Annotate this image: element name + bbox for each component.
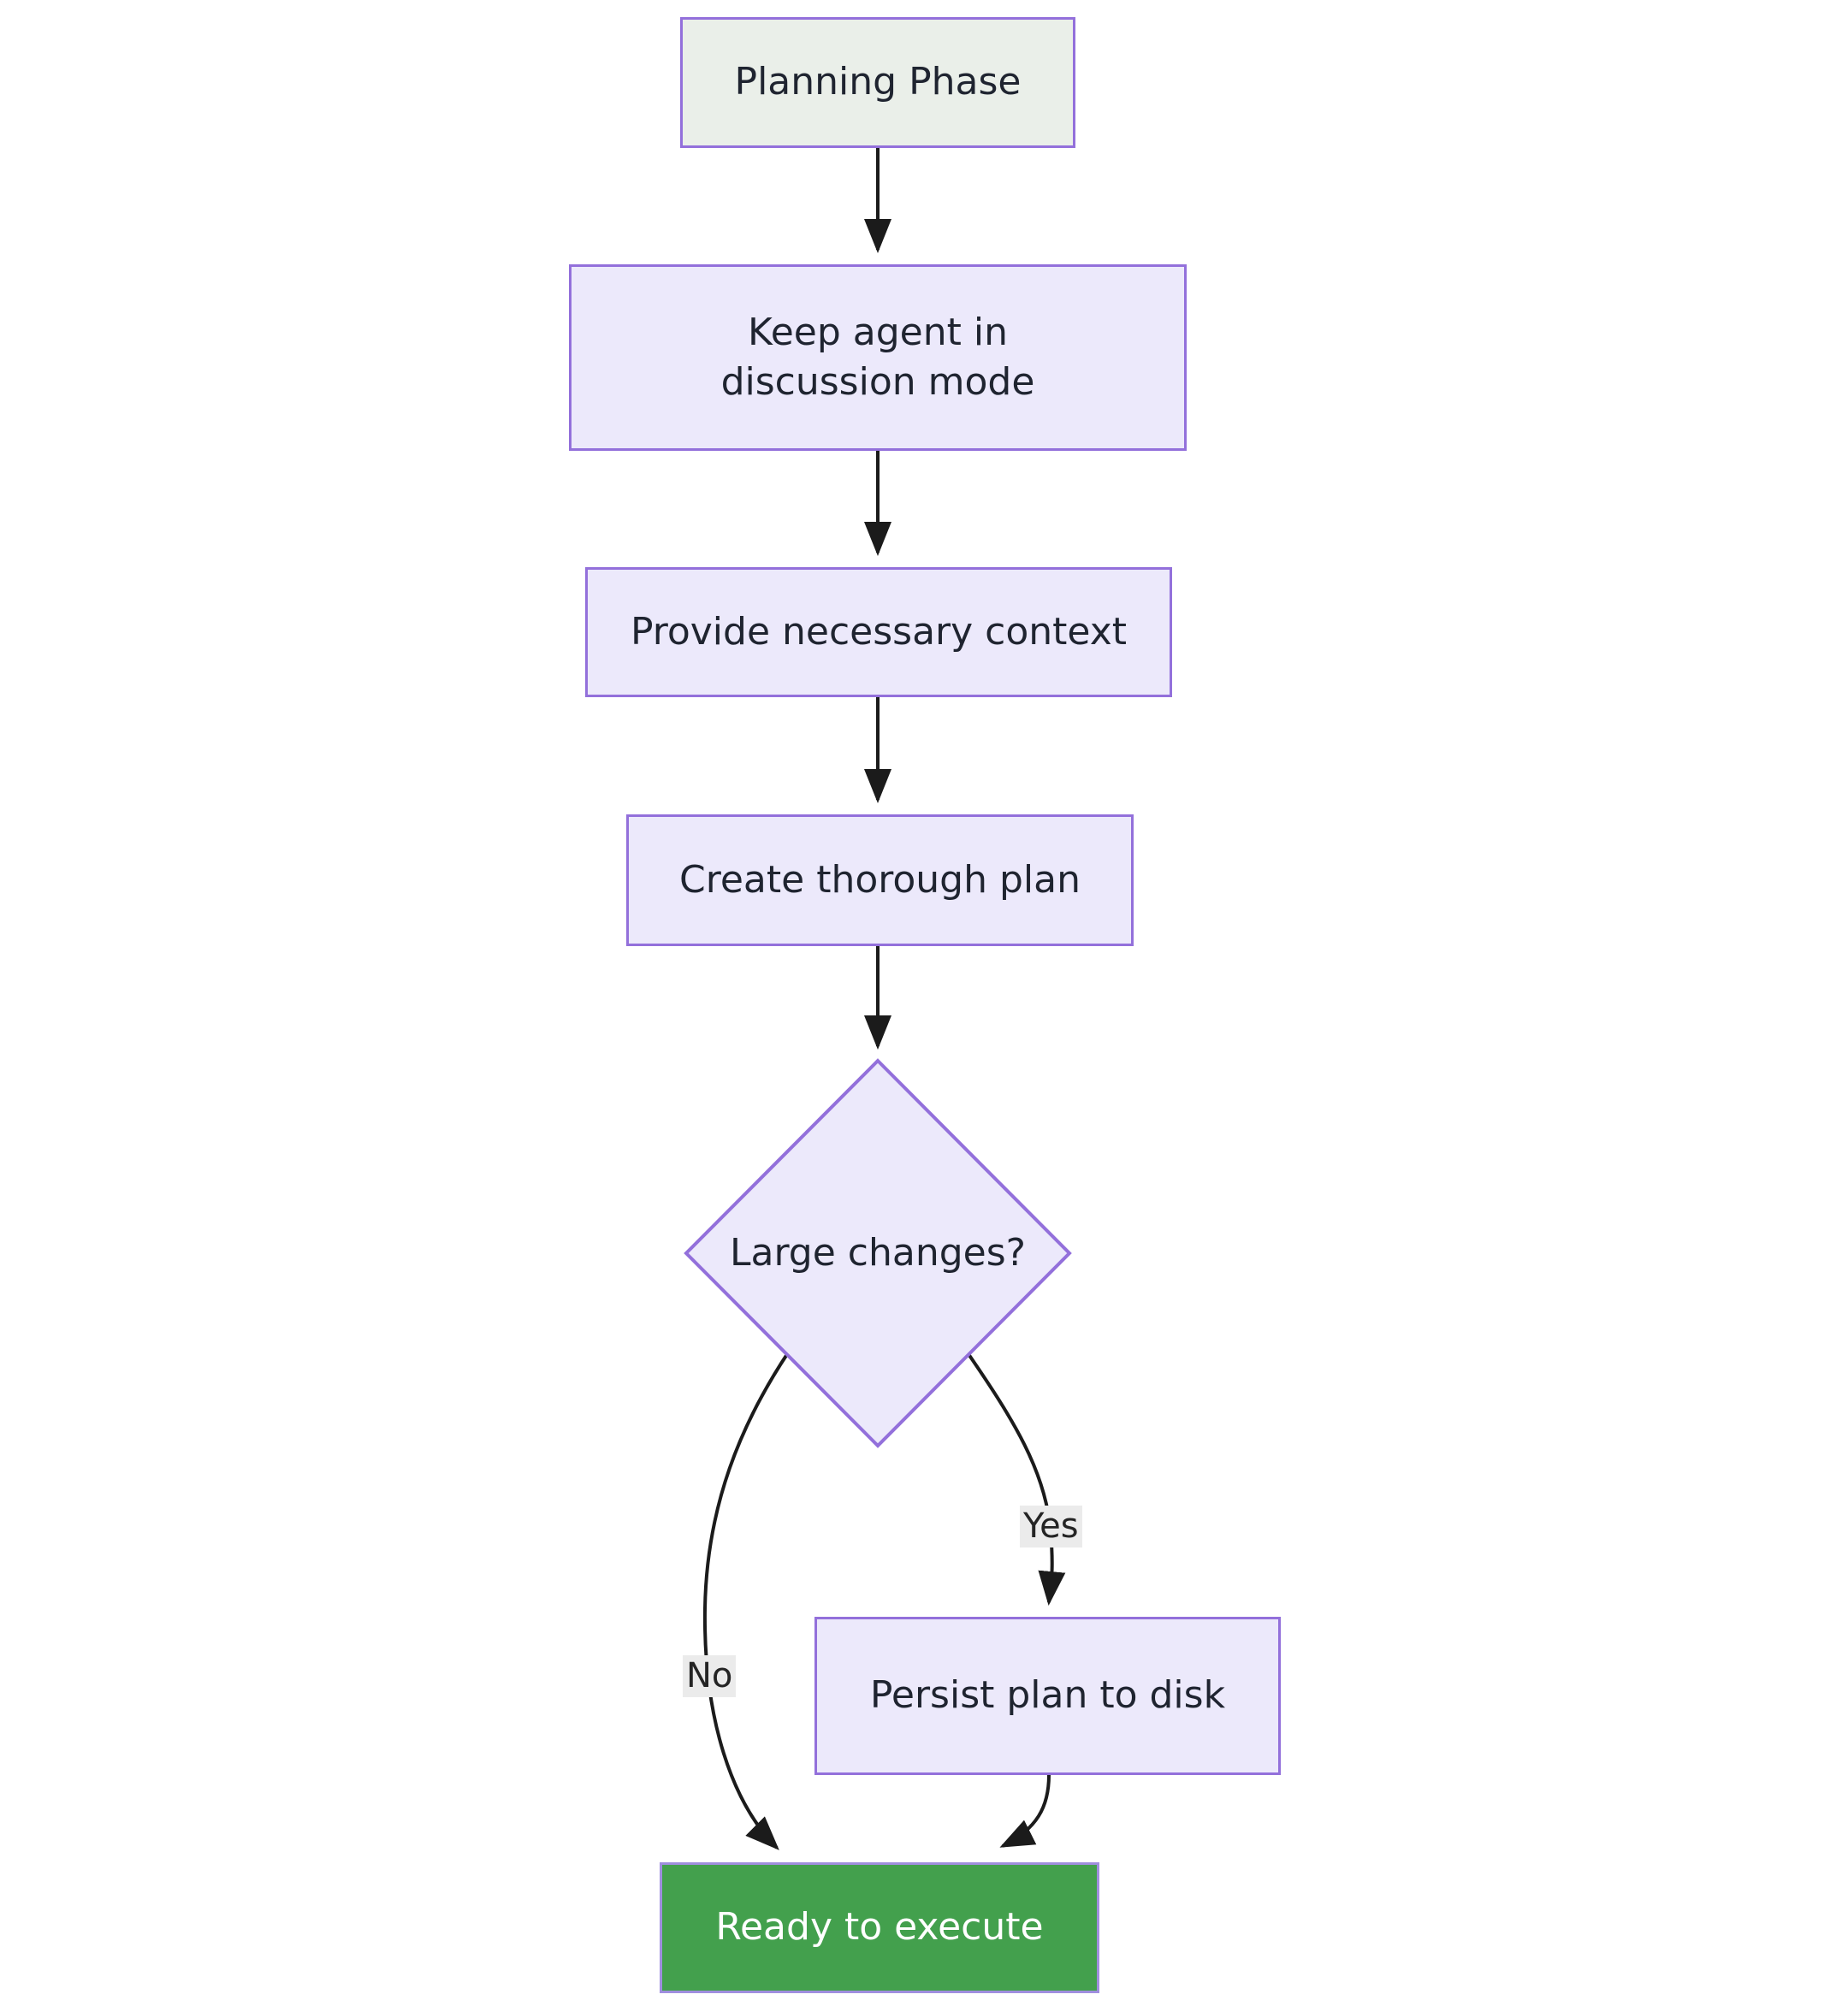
node-create-plan[interactable]: Create thorough plan bbox=[626, 814, 1134, 946]
decision-diamond-shape bbox=[684, 1058, 1072, 1448]
node-provide-context[interactable]: Provide necessary context bbox=[585, 567, 1172, 697]
node-planning-phase[interactable]: Planning Phase bbox=[680, 17, 1075, 148]
node-create-plan-label: Create thorough plan bbox=[679, 857, 1081, 902]
edge-label-no: No bbox=[683, 1655, 737, 1697]
edge-decision-no-to-ready bbox=[702, 1350, 791, 1850]
node-ready-to-execute-label: Ready to execute bbox=[715, 1905, 1044, 1950]
node-discussion-mode-label: Keep agent in discussion mode bbox=[720, 310, 1035, 404]
node-persist-plan[interactable]: Persist plan to disk bbox=[814, 1617, 1281, 1775]
node-persist-plan-label: Persist plan to disk bbox=[869, 1673, 1226, 1718]
node-planning-phase-label: Planning Phase bbox=[734, 60, 1022, 104]
edge-label-yes: Yes bbox=[1020, 1506, 1082, 1547]
edge-decision-yes-to-persist bbox=[965, 1350, 1066, 1606]
node-discussion-mode[interactable]: Keep agent in discussion mode bbox=[569, 264, 1187, 451]
node-large-changes-label: Large changes? bbox=[730, 1230, 1026, 1275]
edge-persist-to-ready bbox=[999, 1774, 1051, 1848]
node-provide-context-label: Provide necessary context bbox=[630, 609, 1128, 654]
node-large-changes[interactable]: Large changes? bbox=[686, 1189, 1069, 1317]
node-ready-to-execute[interactable]: Ready to execute bbox=[660, 1862, 1099, 1993]
